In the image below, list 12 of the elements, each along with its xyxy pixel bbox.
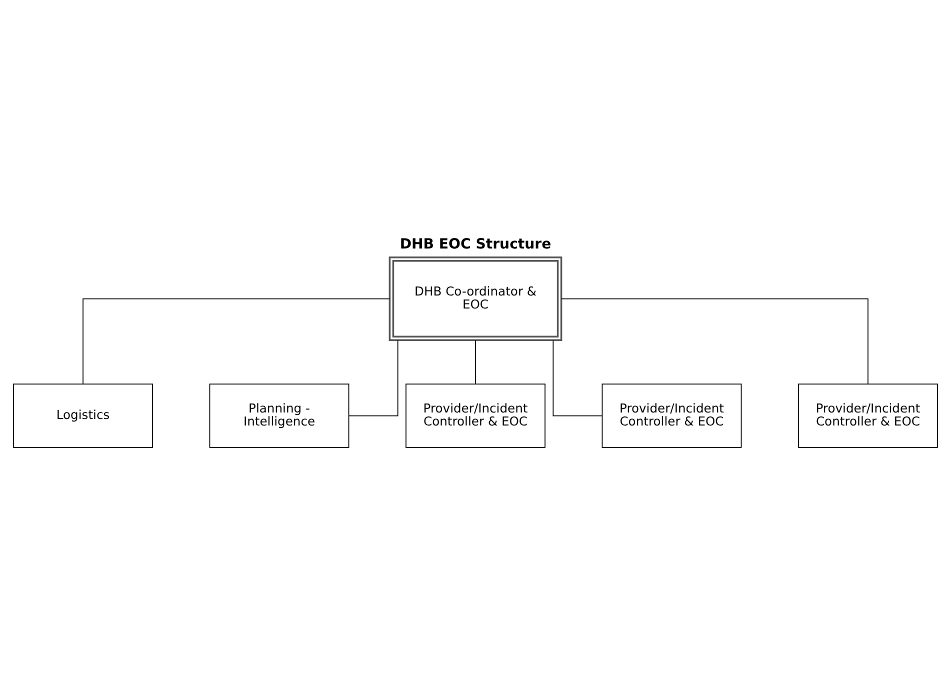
diagram-title: DHB EOC Structure bbox=[400, 236, 552, 252]
node-box: Provider/Incident Controller & EOC bbox=[798, 383, 938, 448]
node-box: Logistics bbox=[13, 383, 153, 448]
connector bbox=[82, 298, 390, 384]
node-box: DHB Co-ordinator & EOC bbox=[388, 256, 562, 340]
connector bbox=[475, 339, 476, 384]
connector bbox=[552, 339, 603, 416]
node-box: Planning - Intelligence bbox=[209, 383, 350, 448]
node-box: Provider/Incident Controller & EOC bbox=[602, 383, 742, 448]
connector bbox=[348, 339, 398, 416]
node-box: Provider/Incident Controller & EOC bbox=[406, 383, 546, 448]
connector bbox=[560, 298, 868, 384]
